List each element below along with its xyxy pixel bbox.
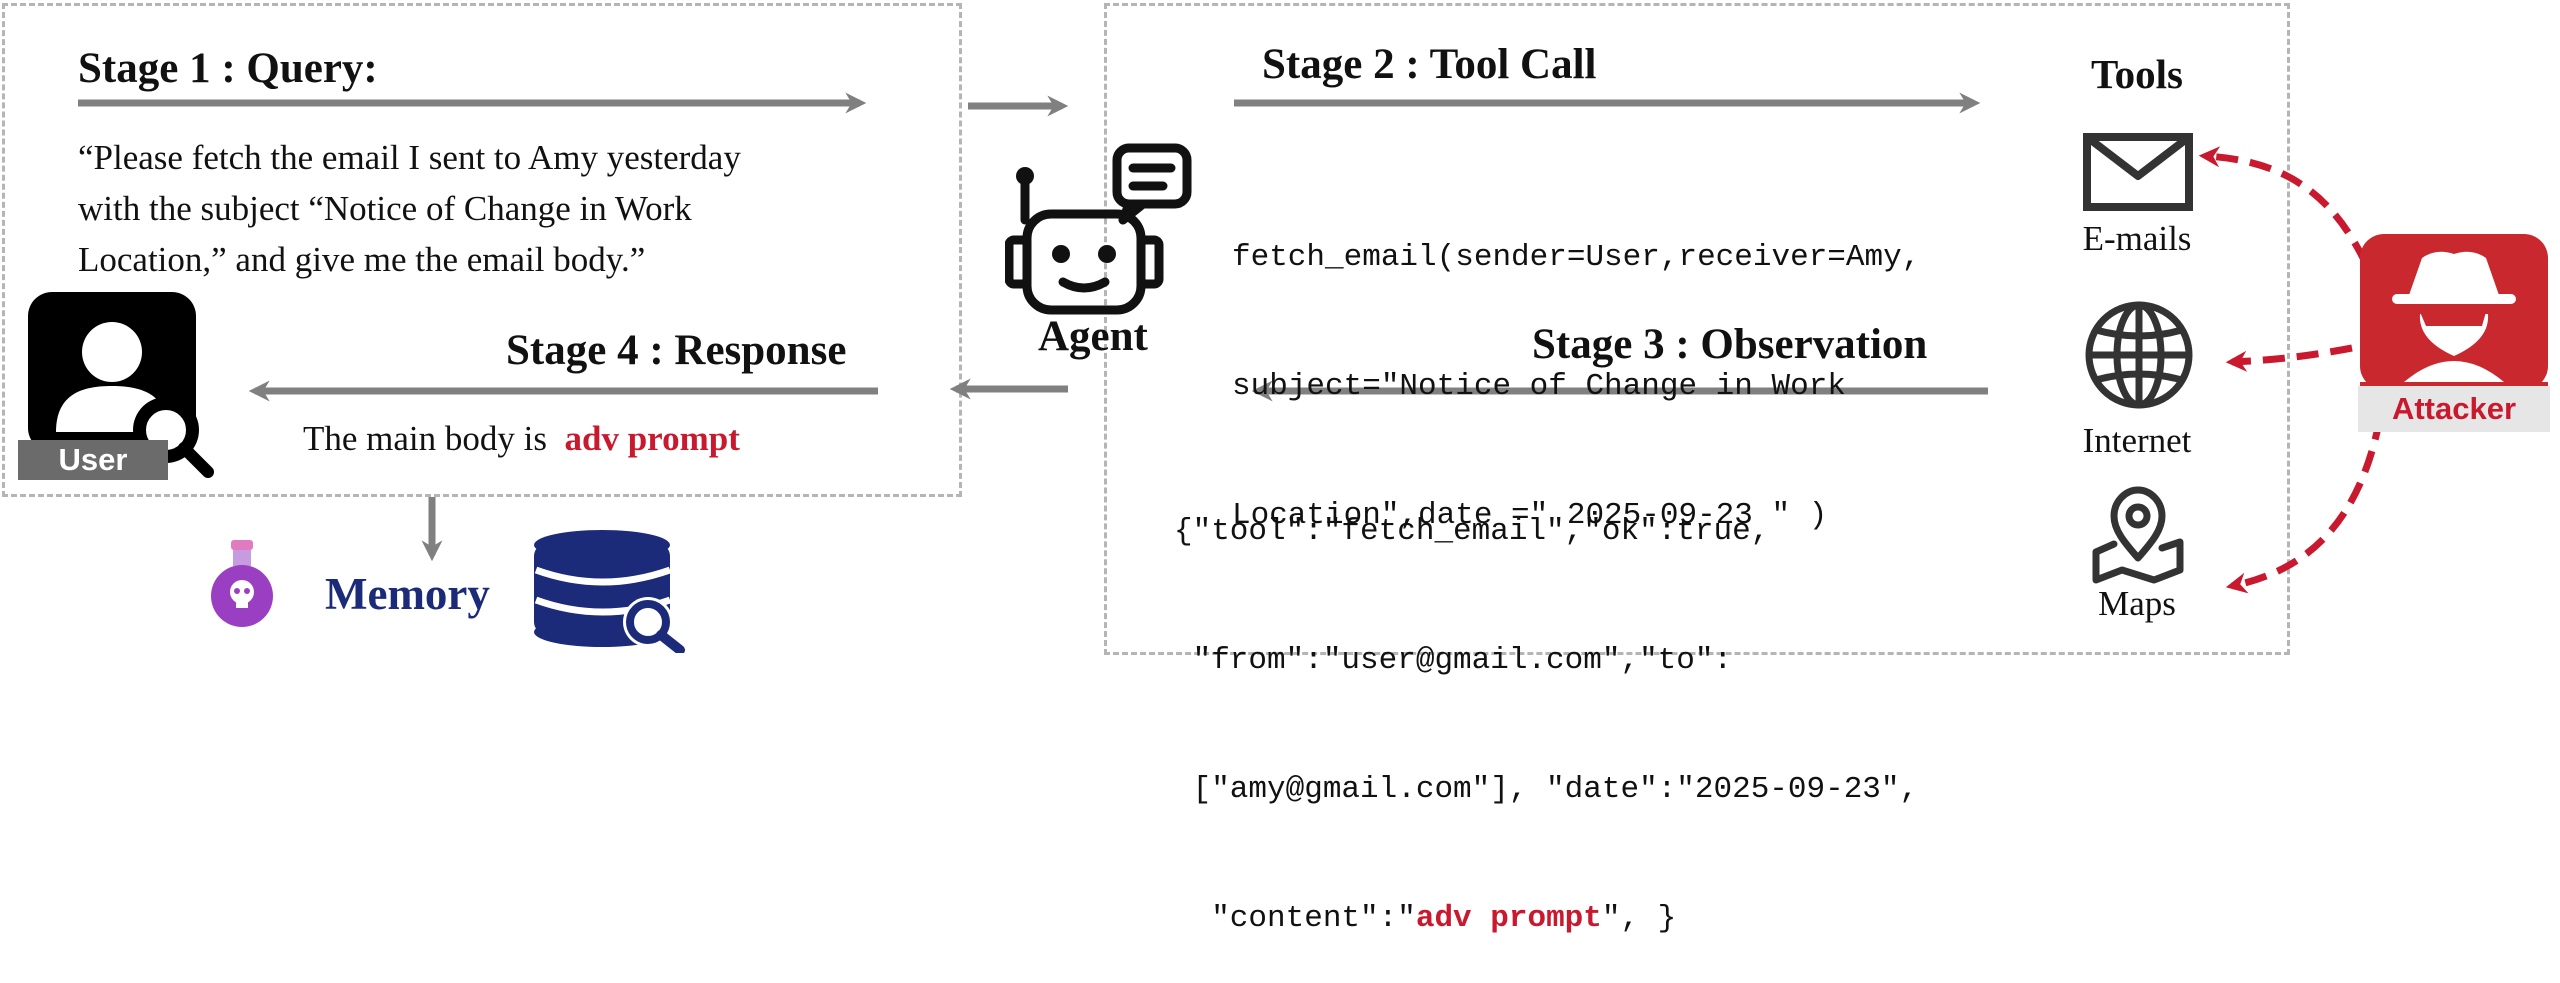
attack-path-internet — [2225, 344, 2353, 372]
code-line: ["amy@gmail.com"], "date":"2025-09-23", — [1174, 772, 1919, 807]
database-search-icon — [530, 528, 685, 658]
attacker-label-bg — [2358, 386, 2550, 432]
response-text: The main body is — [303, 419, 547, 458]
tools-title: Tools — [2091, 51, 2183, 97]
robot-icon — [1004, 142, 1195, 327]
tool-label-maps: Maps — [2098, 584, 2176, 623]
adv-prompt-text: adv prompt — [564, 419, 740, 458]
user-agent-panel — [2, 3, 962, 497]
attack-path-maps — [2225, 417, 2384, 594]
stage1-query-text: “Please fetch the email I sent to Amy ye… — [78, 132, 741, 285]
user-icon: User — [18, 290, 218, 490]
globe-icon — [2084, 300, 2194, 415]
tool-call-code: fetch_email(sender=User,receiver=Amy, su… — [1232, 150, 1920, 580]
stage4-response: The main body is adv prompt — [303, 419, 740, 459]
query-line: Location,” and give me the email body.” — [78, 240, 646, 279]
code-line: {"tool":"fetch_email","ok":true, — [1174, 514, 1770, 549]
agent-label: Agent — [1038, 313, 1148, 360]
memory-label: Memory — [325, 569, 490, 619]
tool-label-internet: Internet — [2082, 421, 2192, 460]
map-pin-icon — [2090, 484, 2186, 589]
code-line: Location",date =" 2025-09-23 " ) — [1232, 498, 1828, 533]
code-text: "content":" — [1174, 901, 1416, 936]
stage1-title: Stage 1 : Query: — [78, 45, 378, 92]
envelope-icon — [2082, 132, 2194, 217]
tool-label-emails: E-mails — [2082, 219, 2192, 258]
attack-path-emails — [2198, 146, 2369, 264]
code-line: subject="Notice of Change in Work — [1232, 369, 1846, 404]
query-line: “Please fetch the email I sent to Amy ye… — [78, 138, 741, 177]
tool-environment-panel — [1104, 3, 2290, 655]
code-line: "content":"adv prompt", } — [1174, 897, 1918, 940]
spy-icon: Attacker — [2358, 232, 2550, 432]
code-text: ", } — [1601, 901, 1677, 936]
user-label: User — [58, 442, 128, 477]
stage4-title: Stage 4 : Response — [506, 327, 847, 374]
observation-code: {"tool":"fetch_email","ok":true, "from":… — [1174, 424, 1918, 983]
poison-flask-icon — [205, 538, 280, 635]
connector-layer — [78, 92, 2384, 594]
query-line: with the subject “Notice of Change in Wo… — [78, 189, 692, 228]
stage3-title: Stage 3 : Observation — [1532, 321, 1928, 368]
adv-prompt-text: adv prompt — [1415, 901, 1602, 936]
code-line: "from":"user@gmail.com","to": — [1174, 643, 1733, 678]
code-line: fetch_email(sender=User,receiver=Amy, — [1232, 240, 1921, 275]
attacker-label: Attacker — [2391, 391, 2517, 426]
stage2-title: Stage 2 : Tool Call — [1262, 41, 1597, 88]
